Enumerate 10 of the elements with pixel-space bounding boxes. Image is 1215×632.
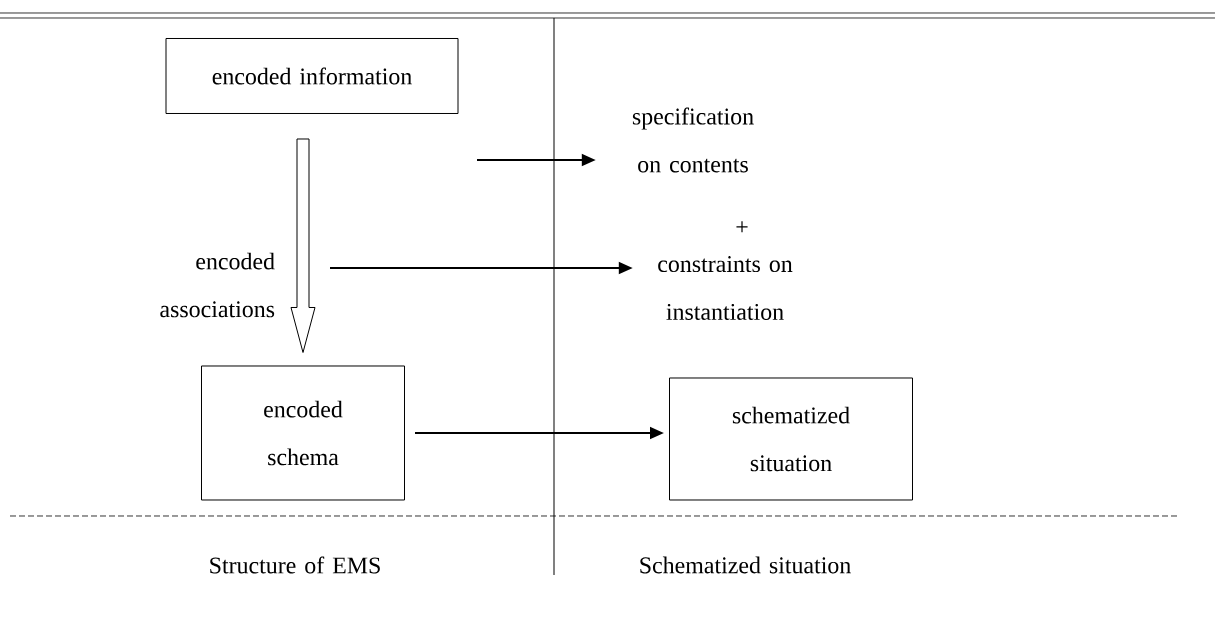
node-text: constraints on instantiation — [658, 256, 793, 320]
node-text: specification on contents — [632, 107, 754, 173]
label-text: Structure of EMS — [210, 556, 380, 574]
label-text: Schematized situation — [640, 556, 851, 574]
process-box: encoded information — [165, 38, 459, 114]
block-arrow — [290, 138, 316, 353]
label-text: encoded associations — [160, 252, 275, 318]
label-text: + — [736, 221, 748, 233]
process-box: encoded schema — [201, 365, 405, 501]
process-box: schematized situation — [669, 377, 913, 501]
